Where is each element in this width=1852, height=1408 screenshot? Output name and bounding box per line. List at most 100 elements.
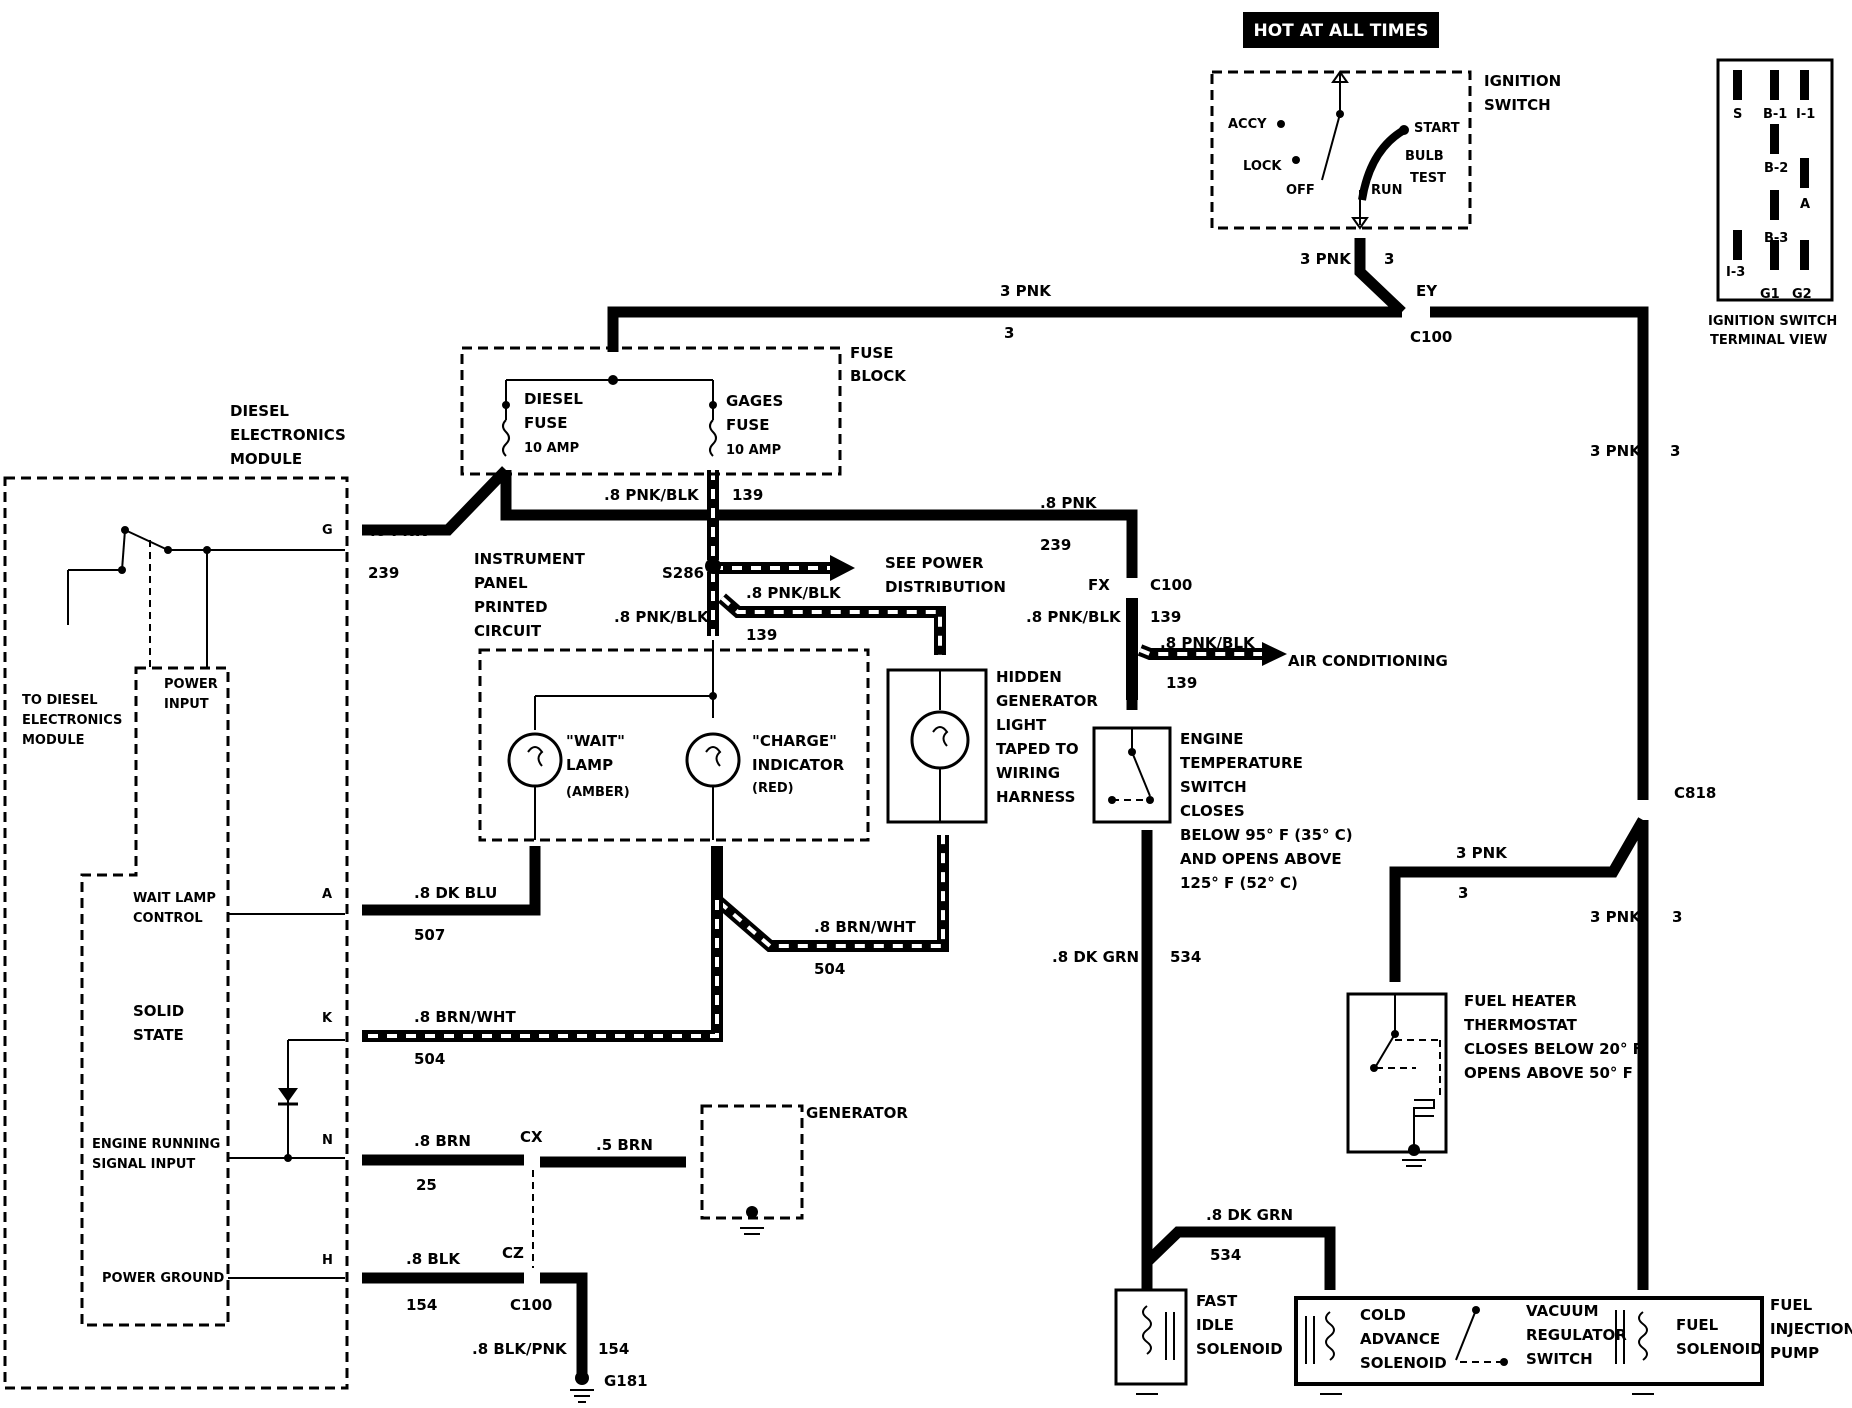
svg-text:154: 154 bbox=[598, 1340, 629, 1358]
hot-at-all-times-badge: HOT AT ALL TIMES bbox=[1243, 12, 1439, 48]
generator: GENERATOR bbox=[700, 1104, 908, 1220]
svg-text:B-2: B-2 bbox=[1764, 161, 1788, 176]
svg-text:POWER: POWER bbox=[164, 677, 218, 692]
svg-text:.8 BRN: .8 BRN bbox=[414, 1132, 471, 1150]
fuel-heater-thermostat: FUEL HEATER THERMOSTAT CLOSES BELOW 20° … bbox=[1346, 992, 1643, 1156]
striped-wires bbox=[362, 470, 1262, 1042]
ignition-terminal-view: S B-1 I-1 B-2 A B-3 I-3 G1 G2 IGNITION S… bbox=[1708, 58, 1837, 348]
hidden-generator-light: HIDDEN GENERATOR LIGHT TAPED TO WIRING H… bbox=[886, 668, 1098, 824]
svg-text:507: 507 bbox=[414, 926, 445, 944]
svg-text:LOCK: LOCK bbox=[1243, 159, 1282, 174]
svg-text:C100: C100 bbox=[510, 1296, 552, 1314]
svg-text:534: 534 bbox=[1170, 948, 1201, 966]
svg-text:A: A bbox=[322, 887, 332, 902]
svg-text:ENGINE RUNNING: ENGINE RUNNING bbox=[92, 1137, 220, 1152]
svg-text:INJECTION: INJECTION bbox=[1770, 1320, 1852, 1338]
svg-text:S286: S286 bbox=[662, 564, 704, 582]
svg-text:K: K bbox=[322, 1011, 333, 1026]
fast-idle-solenoid: FAST IDLE SOLENOID bbox=[1114, 1288, 1283, 1386]
svg-text:HIDDEN: HIDDEN bbox=[996, 668, 1062, 686]
wires bbox=[362, 238, 1649, 1375]
svg-text:EY: EY bbox=[1416, 282, 1438, 300]
see-power-distribution-label-2: DISTRIBUTION bbox=[885, 578, 1006, 596]
wire-labels: 3 PNK 3 3 PNK 3 3 PNK 3 3 PNK 3 3 PNK 3 … bbox=[368, 250, 1682, 1358]
svg-text:25: 25 bbox=[416, 1176, 437, 1194]
svg-text:LAMP: LAMP bbox=[566, 756, 613, 774]
svg-text:3: 3 bbox=[1384, 250, 1394, 268]
svg-text:CLOSES: CLOSES bbox=[1180, 802, 1245, 820]
splice-s286 bbox=[705, 558, 721, 574]
svg-text:504: 504 bbox=[414, 1050, 445, 1068]
svg-text:C100: C100 bbox=[1410, 328, 1452, 346]
svg-text:H: H bbox=[322, 1253, 333, 1268]
svg-text:HARNESS: HARNESS bbox=[996, 788, 1075, 806]
svg-text:I-3: I-3 bbox=[1726, 265, 1745, 280]
svg-text:OPENS ABOVE 50° F: OPENS ABOVE 50° F bbox=[1464, 1064, 1633, 1082]
svg-text:G2: G2 bbox=[1792, 287, 1812, 302]
svg-text:IGNITION: IGNITION bbox=[1484, 72, 1561, 90]
svg-text:OFF: OFF bbox=[1286, 183, 1315, 198]
svg-text:POWER GROUND: POWER GROUND bbox=[102, 1271, 225, 1286]
svg-text:139: 139 bbox=[746, 626, 777, 644]
arrow-power-distribution bbox=[830, 555, 855, 581]
svg-text:139: 139 bbox=[1166, 674, 1197, 692]
svg-text:BLOCK: BLOCK bbox=[850, 367, 907, 385]
svg-text:3 PNK: 3 PNK bbox=[1300, 250, 1352, 268]
svg-text:MODULE: MODULE bbox=[230, 450, 302, 468]
instrument-panel-circuit: INSTRUMENT PANEL PRINTED CIRCUIT "WAIT" … bbox=[474, 550, 870, 842]
svg-text:SWITCH: SWITCH bbox=[1180, 778, 1247, 796]
svg-text:GENERATOR: GENERATOR bbox=[996, 692, 1098, 710]
svg-text:"WAIT": "WAIT" bbox=[566, 732, 625, 750]
arrow-air-conditioning bbox=[1262, 642, 1287, 666]
svg-text:.8 BLK/PNK: .8 BLK/PNK bbox=[472, 1340, 568, 1358]
svg-text:ACCY: ACCY bbox=[1228, 117, 1267, 132]
svg-text:C818: C818 bbox=[1674, 784, 1716, 802]
air-conditioning-label: AIR CONDITIONING bbox=[1288, 652, 1448, 670]
svg-text:G: G bbox=[322, 523, 333, 538]
svg-text:3 PNK: 3 PNK bbox=[1590, 908, 1642, 926]
svg-text:BULB: BULB bbox=[1405, 149, 1444, 164]
svg-text:CZ: CZ bbox=[502, 1244, 524, 1262]
svg-text:FUSE: FUSE bbox=[726, 416, 769, 434]
svg-text:REGULATOR: REGULATOR bbox=[1526, 1326, 1627, 1344]
svg-text:LIGHT: LIGHT bbox=[996, 716, 1047, 734]
svg-text:WIRING: WIRING bbox=[996, 764, 1060, 782]
svg-text:FUSE: FUSE bbox=[850, 344, 893, 362]
ground-symbols bbox=[570, 1159, 1654, 1403]
svg-text:A: A bbox=[1800, 197, 1810, 212]
svg-text:IDLE: IDLE bbox=[1196, 1316, 1234, 1334]
svg-text:3: 3 bbox=[1458, 884, 1468, 902]
svg-text:N: N bbox=[322, 1133, 333, 1148]
svg-text:GENERATOR: GENERATOR bbox=[806, 1104, 908, 1122]
see-power-distribution-label: SEE POWER bbox=[885, 554, 984, 572]
svg-text:TEMPERATURE: TEMPERATURE bbox=[1180, 754, 1303, 772]
svg-text:SOLENOID: SOLENOID bbox=[1196, 1340, 1283, 1358]
svg-text:I-1: I-1 bbox=[1796, 107, 1815, 122]
svg-text:.8 PNK/BLK: .8 PNK/BLK bbox=[604, 486, 700, 504]
svg-text:.8 DK GRN: .8 DK GRN bbox=[1206, 1206, 1293, 1224]
fuel-injection-pump: COLD ADVANCE SOLENOID VACUUM REGULATOR S… bbox=[1294, 1296, 1852, 1386]
svg-text:3: 3 bbox=[1004, 324, 1014, 342]
svg-text:504: 504 bbox=[814, 960, 845, 978]
svg-text:(AMBER): (AMBER) bbox=[566, 785, 630, 800]
svg-text:DIESEL: DIESEL bbox=[524, 390, 583, 408]
svg-text:COLD: COLD bbox=[1360, 1306, 1406, 1324]
connector-labels: EY C100 FX C100 C818 CX CZ C100 S286 G18… bbox=[502, 282, 1716, 1390]
svg-text:C100: C100 bbox=[1150, 576, 1192, 594]
svg-text:TO DIESEL: TO DIESEL bbox=[22, 693, 97, 708]
svg-text:AND OPENS ABOVE: AND OPENS ABOVE bbox=[1180, 850, 1342, 868]
svg-text:G1: G1 bbox=[1760, 287, 1780, 302]
svg-text:FUEL HEATER: FUEL HEATER bbox=[1464, 992, 1577, 1010]
svg-text:WAIT LAMP: WAIT LAMP bbox=[133, 891, 216, 906]
svg-text:BELOW 95° F (35° C): BELOW 95° F (35° C) bbox=[1180, 826, 1353, 844]
svg-text:FAST: FAST bbox=[1196, 1292, 1238, 1310]
svg-text:.8 PNK: .8 PNK bbox=[1040, 494, 1098, 512]
engine-temperature-switch: ENGINE TEMPERATURE SWITCH CLOSES BELOW 9… bbox=[1092, 726, 1353, 892]
svg-text:.8 PNK/BLK: .8 PNK/BLK bbox=[1026, 608, 1122, 626]
svg-text:SOLID: SOLID bbox=[133, 1002, 184, 1020]
svg-text:ELECTRONICS: ELECTRONICS bbox=[22, 713, 122, 728]
svg-text:10 AMP: 10 AMP bbox=[524, 441, 579, 456]
svg-text:.8 DK GRN: .8 DK GRN bbox=[1052, 948, 1139, 966]
svg-text:FUEL: FUEL bbox=[1676, 1316, 1719, 1334]
